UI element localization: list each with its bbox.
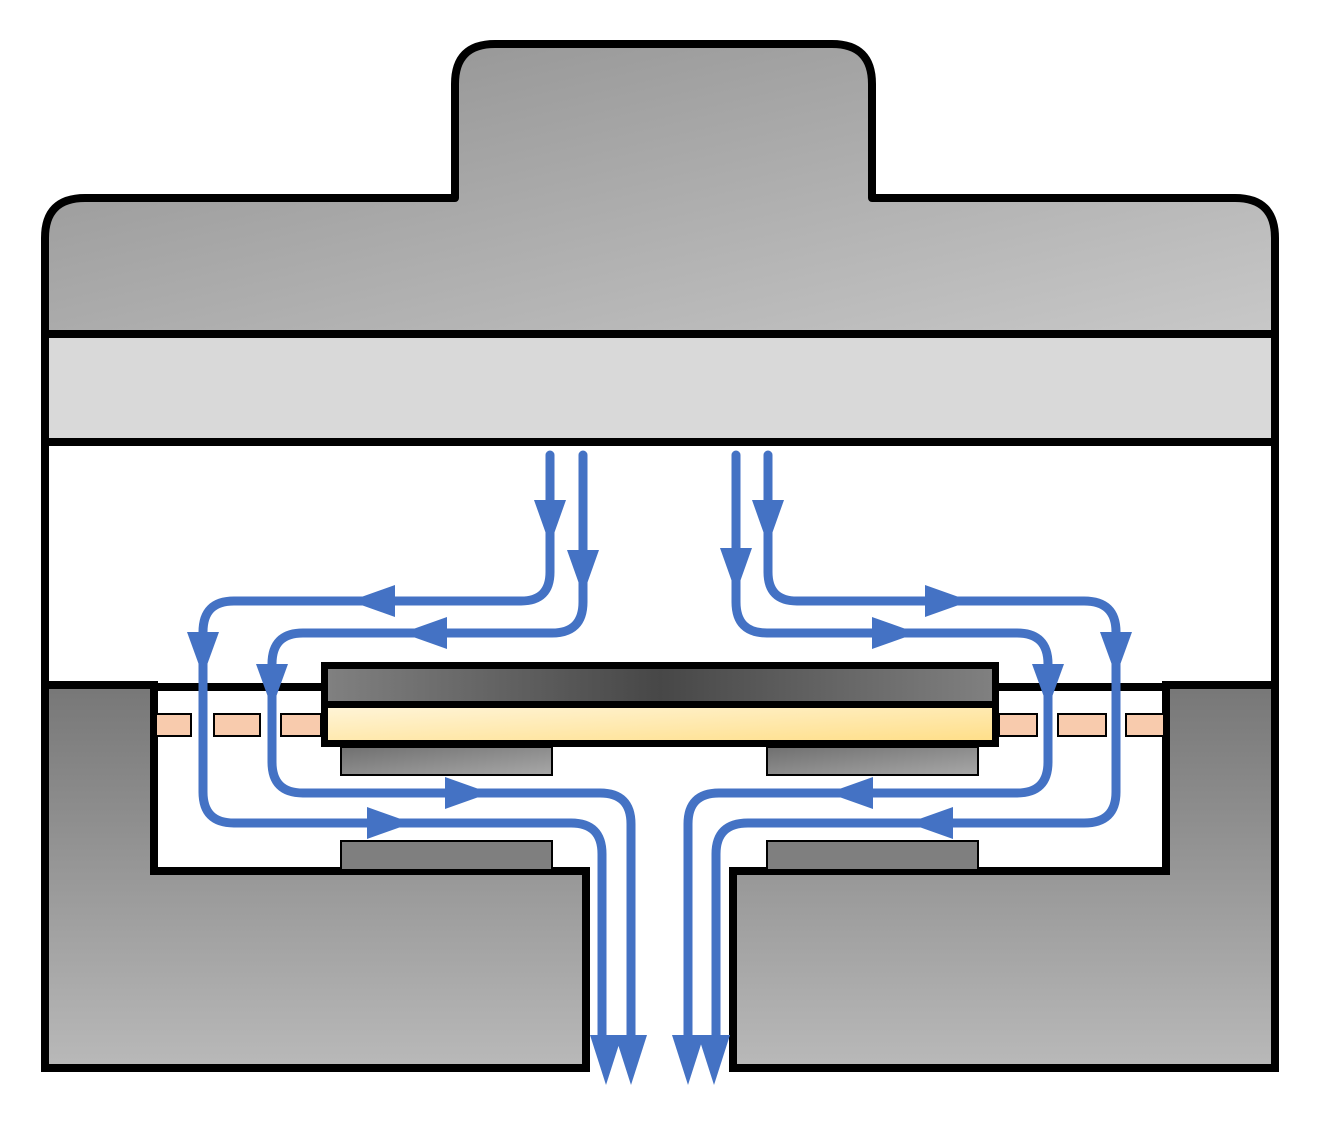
flow-arrow-icon [1032,664,1064,708]
ring-segment [1057,713,1107,737]
heaters [340,746,979,871]
showerhead-plate [41,330,1279,446]
flow-arrow-icon [534,500,566,545]
flow-arrow-icon [925,585,970,617]
ring-segment [998,713,1038,737]
flow-path-left-outer [198,450,607,1045]
wafer-top-layer [328,669,992,701]
flow-arrow-icon [187,632,219,676]
heater-upper-left [340,746,553,776]
flow-arrow-icon [615,1035,647,1085]
flow-arrow-icon [367,807,412,839]
flow-path-right-outer [711,450,1121,1045]
ring-segment [155,713,192,737]
flow-arrow-icon [908,807,953,839]
chamber-wall [41,438,1279,691]
heater-upper-right [766,746,979,776]
flow-arrow-icon [698,1035,730,1085]
support-ring [155,713,1165,737]
flow-path-right-inner [683,450,1053,1045]
ring-segment [280,713,322,737]
flow-arrow-icon [872,617,917,649]
base-left [41,681,590,1072]
flow-arrow-icon [752,500,784,545]
flow-arrows [187,500,1132,1085]
heater-lower-left [340,840,553,871]
flow-arrow-icon [1100,632,1132,676]
top-housing [41,40,1279,338]
base-right [729,681,1279,1072]
wafer-bottom-layer [328,708,992,740]
flow-arrow-icon [350,585,395,617]
flow-path-left-inner [267,450,636,1045]
flow-arrow-icon [720,548,752,593]
gas-flow [198,450,1121,1045]
heater-lower-right [766,840,979,871]
flow-arrow-icon [828,777,873,809]
flow-arrow-icon [590,1035,622,1085]
flow-arrow-icon [672,1035,704,1085]
flow-arrow-icon [445,777,490,809]
ring-segment [213,713,261,737]
flow-arrow-icon [567,550,599,595]
ring-segment [1125,713,1165,737]
flow-arrow-icon [402,617,447,649]
flow-arrow-icon [256,664,288,708]
